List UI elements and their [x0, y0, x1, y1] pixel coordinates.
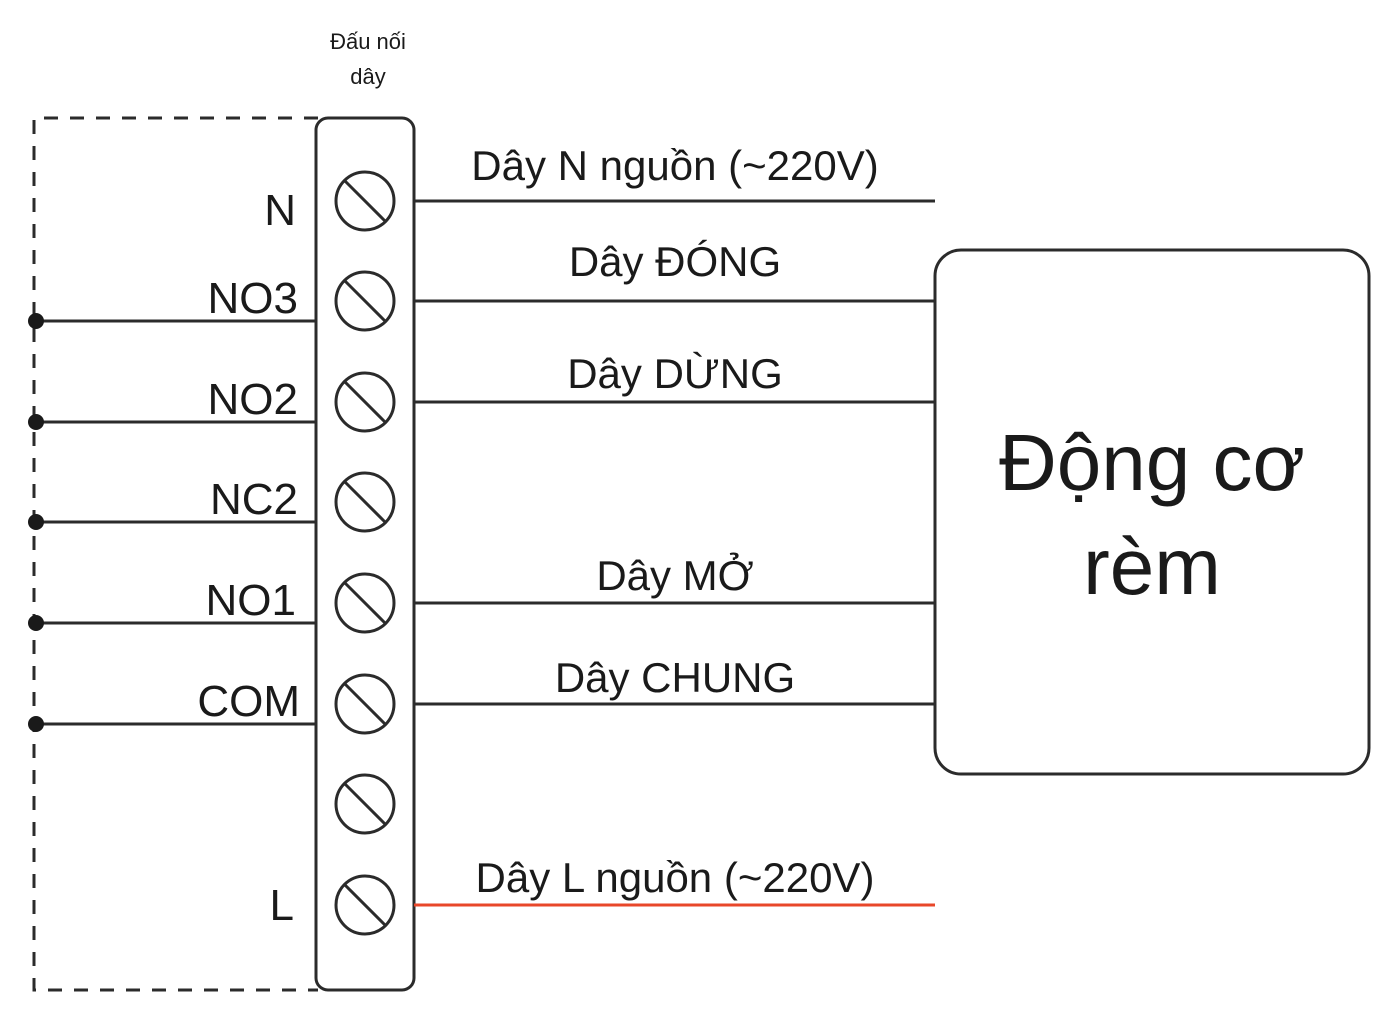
junction-dot: [28, 615, 44, 631]
device-outline-dashed: [32, 116, 318, 992]
screw-terminal-no1: [334, 572, 396, 634]
motor-label-line1: Động cơ: [999, 418, 1305, 507]
relay-wire-no1: [28, 615, 316, 631]
wire-label-open: Dây MỞ: [596, 551, 753, 599]
junction-dot: [28, 313, 44, 329]
terminal-label-l: L: [270, 881, 294, 930]
terminal-block: [314, 116, 416, 992]
terminal-label-no1: NO1: [206, 576, 296, 625]
wire-label-common: Dây CHUNG: [555, 654, 795, 701]
screw-terminal-no2: [334, 371, 396, 433]
junction-dot: [28, 716, 44, 732]
wire-label-l-source: Dây L nguồn (~220V): [476, 854, 875, 901]
junction-dot: [28, 514, 44, 530]
screw-terminal-l: [334, 874, 396, 936]
terminal-label-no3: NO3: [208, 274, 298, 323]
terminal-label-nc2: NC2: [210, 475, 298, 524]
motor-label-line2: rèm: [1083, 522, 1221, 611]
terminal-block-header-line2: dây: [350, 64, 385, 89]
relay-wire-no2: [28, 414, 316, 430]
wire-label-n-source: Dây N nguồn (~220V): [471, 142, 878, 189]
relay-wire-no3: [28, 313, 316, 329]
screw-terminal-n: [334, 170, 396, 232]
relay-wire-com: [28, 716, 316, 732]
relay-wire-nc2: [28, 514, 316, 530]
terminal-label-no2: NO2: [208, 375, 298, 424]
screw-terminal-blank: [334, 773, 396, 835]
curtain-motor-box: [933, 248, 1371, 776]
terminal-label-n: N: [264, 186, 296, 235]
screw-terminal-nc2: [334, 471, 396, 533]
screw-terminal-com: [334, 673, 396, 735]
screw-terminal-no3: [334, 270, 396, 332]
wire-label-close: Dây ĐÓNG: [569, 238, 781, 285]
junction-dot: [28, 414, 44, 430]
wire-label-stop: Dây DỪNG: [567, 350, 783, 397]
terminal-block-header-line1: Đấu nối: [330, 29, 406, 54]
terminal-label-com: COM: [197, 677, 300, 726]
